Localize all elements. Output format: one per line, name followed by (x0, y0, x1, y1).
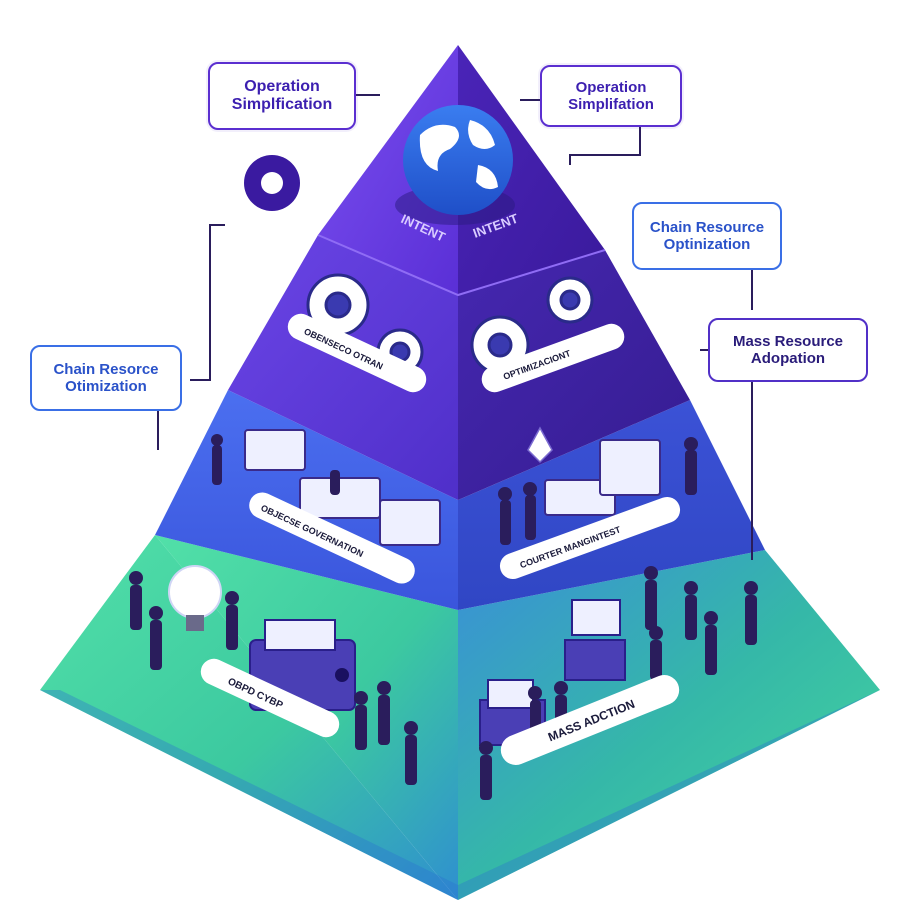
callout-text: Optinization (663, 236, 751, 253)
tier-second (228, 235, 690, 500)
callout-text: Chain Resorce (53, 360, 159, 378)
tier-top (317, 45, 606, 297)
globe-icon (395, 105, 515, 225)
ethereum-icon (527, 426, 553, 464)
settings-gear-icon (244, 155, 300, 211)
tier-label-pills (200, 313, 681, 765)
callout-text: Mass Resource (732, 332, 844, 350)
callout-text: Otimization (65, 378, 147, 395)
people-figures (129, 434, 758, 800)
callout-connectors (157, 94, 753, 560)
callout-text: Simplifation (568, 96, 654, 113)
callout-text: Simplfication (231, 96, 333, 113)
callout-text: Operation (244, 77, 320, 95)
document-stacks (244, 429, 661, 546)
callout-text: Chain Resource (649, 218, 765, 236)
lightbulb-icon (168, 565, 222, 631)
callout-text: Adopation (750, 350, 826, 367)
gear-icon (306, 273, 594, 376)
callout-text: Operation (575, 78, 647, 96)
